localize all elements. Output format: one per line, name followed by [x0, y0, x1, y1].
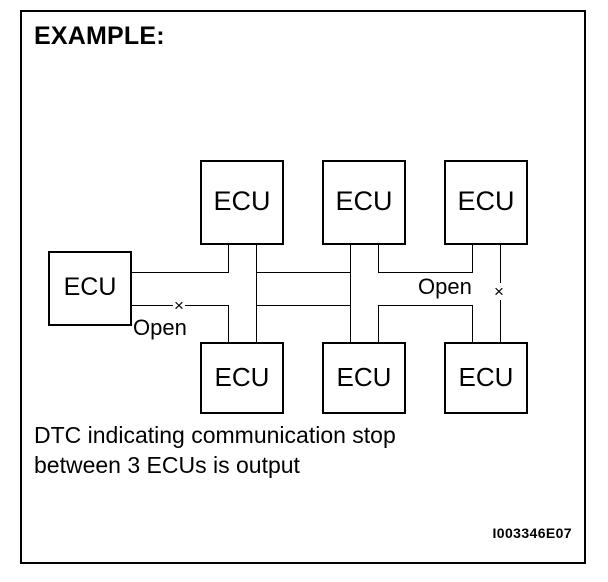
wire-drop-t2-a [350, 244, 351, 306]
wire-bus-upper-seg2 [256, 272, 351, 273]
wire-riser-b3-a [472, 305, 473, 343]
wire-riser-b2-a [350, 305, 351, 343]
ecu-label: ECU [335, 186, 393, 216]
ecu-bottom-left[interactable]: ECU [200, 342, 284, 414]
ecu-top-right[interactable]: ECU [444, 160, 528, 245]
break-marker-left-icon: × [173, 296, 185, 315]
break-marker-right-icon: × [493, 282, 505, 301]
ecu-label: ECU [63, 273, 117, 301]
ecu-bottom-center[interactable]: ECU [322, 342, 406, 414]
wire-drop-t3-a [472, 244, 473, 273]
wire-bus-upper-seg1 [131, 272, 229, 273]
ecu-top-center[interactable]: ECU [322, 160, 406, 245]
caption-line-1: DTC indicating communication stop [34, 422, 396, 448]
ecu-label: ECU [213, 186, 271, 216]
open-label-right: Open [418, 274, 472, 299]
wire-drop-t2-b [378, 244, 379, 273]
wire-drop-t1-a [228, 244, 229, 273]
wire-drop-t1-b [256, 244, 257, 306]
open-label-left: Open [133, 315, 187, 340]
ecu-top-left[interactable]: ECU [200, 160, 284, 245]
ecu-left[interactable]: ECU [48, 251, 132, 326]
ecu-label: ECU [457, 186, 515, 216]
ecu-label: ECU [336, 362, 392, 392]
wire-bus-lower-seg2 [256, 305, 351, 306]
figure-id-code: I003346E07 [492, 525, 572, 541]
ecu-bottom-right[interactable]: ECU [444, 342, 528, 414]
diagram-caption: DTC indicating communication stop betwee… [34, 420, 534, 480]
wire-riser-b1-a [228, 305, 229, 343]
ecu-label: ECU [458, 362, 514, 392]
caption-line-2: between 3 ECUs is output [34, 452, 300, 478]
wire-riser-b2-b [378, 305, 379, 343]
wire-bus-lower-seg3 [378, 305, 473, 306]
ecu-label: ECU [214, 362, 270, 392]
wire-riser-b1-b [256, 305, 257, 343]
page-title: EXAMPLE: [34, 22, 165, 50]
wire-bus-upper-seg3 [378, 272, 473, 273]
